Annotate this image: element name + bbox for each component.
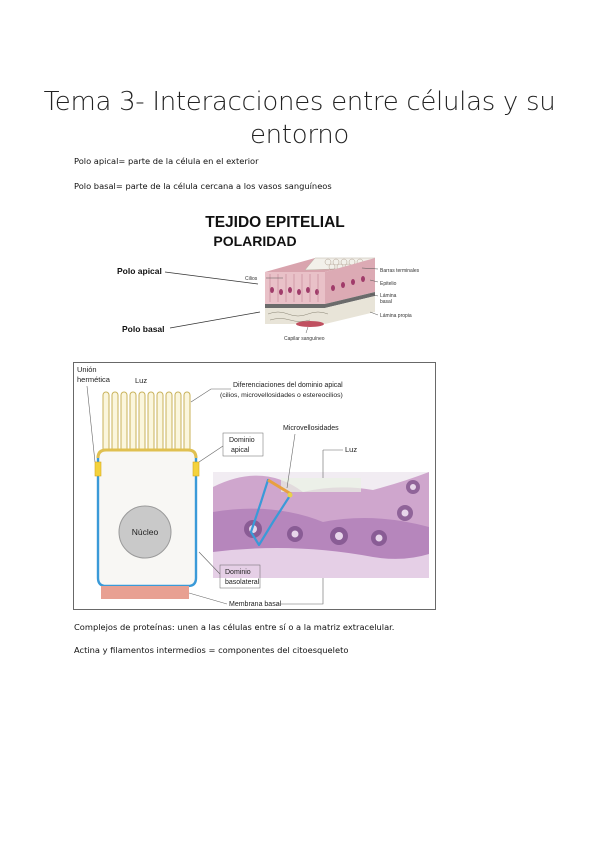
histology-micrograph xyxy=(213,472,429,578)
label-nucleo: Núcleo xyxy=(132,527,159,537)
title-line-1: Tema 3- Interacciones entre células y su xyxy=(43,87,556,117)
title-line-2: entorno xyxy=(249,120,350,150)
label-union-1: Unión xyxy=(77,365,97,374)
figure-tejido-epitelial: TEJIDO EPITELIAL POLARIDAD Polo apical P… xyxy=(117,214,420,342)
basal-membrane-bar xyxy=(101,586,189,599)
tight-junction-right xyxy=(192,461,200,477)
label-membrana-basal: Membrana basal xyxy=(229,601,282,608)
figure1-heading-2: POLARIDAD xyxy=(213,233,296,249)
page-title: Tema 3- Interacciones entre células y su… xyxy=(40,86,559,152)
tissue-block-illustration xyxy=(265,257,376,327)
paragraph-actina: Actina y filamentos intermedios = compon… xyxy=(74,645,349,655)
label-luz-left: Luz xyxy=(135,376,147,385)
label-dominio-basolateral-1: Dominio xyxy=(225,569,251,576)
label-lamina-basal-2: basal xyxy=(380,299,392,305)
label-union-2: hermética xyxy=(77,375,111,384)
label-luz-right: Luz xyxy=(345,445,357,454)
label-lamina-basal-1: Lámina xyxy=(380,293,397,299)
label-capilar-sanguineo: Capilar sanguíneo xyxy=(284,336,325,342)
label-dominio-basolateral-2: basolateral xyxy=(225,579,260,586)
microvilli xyxy=(102,391,191,455)
label-microvellosidades: Microvellosidades xyxy=(283,425,339,432)
label-barras-terminales: Barras terminales xyxy=(380,268,420,274)
label-lamina-propia: Lámina propia xyxy=(380,313,412,319)
arrow-polo-apical xyxy=(164,271,259,285)
tight-junction-left xyxy=(94,461,102,477)
label-epitelio: Epitelio xyxy=(380,281,397,287)
figure1-heading-1: TEJIDO EPITELIAL xyxy=(205,214,345,231)
label-polo-apical: Polo apical xyxy=(117,266,162,276)
label-diferenciaciones-1: Diferenciaciones del dominio apical xyxy=(233,382,343,389)
label-dominio-apical-2: apical xyxy=(231,447,250,454)
paragraph-polo-apical: Polo apical= parte de la célula en el ex… xyxy=(74,156,259,166)
label-polo-basal: Polo basal xyxy=(122,324,165,334)
arrow-polo-basal xyxy=(169,311,261,329)
figure-dominios-celulares: Núcleo Unión hermética Luz Diferenciacio… xyxy=(73,362,436,610)
nucleus xyxy=(118,505,172,559)
cell-schematic: Núcleo xyxy=(94,391,200,599)
label-dominio-apical-1: Dominio xyxy=(229,437,255,444)
label-cilios: Cilios xyxy=(245,276,258,282)
paragraph-polo-basal: Polo basal= parte de la célula cercana a… xyxy=(74,181,332,191)
paragraph-complejos-proteinas: Complejos de proteínas: unen a las célul… xyxy=(74,622,395,632)
label-diferenciaciones-2: (cilios, microvellosidades o estereocili… xyxy=(220,392,343,399)
